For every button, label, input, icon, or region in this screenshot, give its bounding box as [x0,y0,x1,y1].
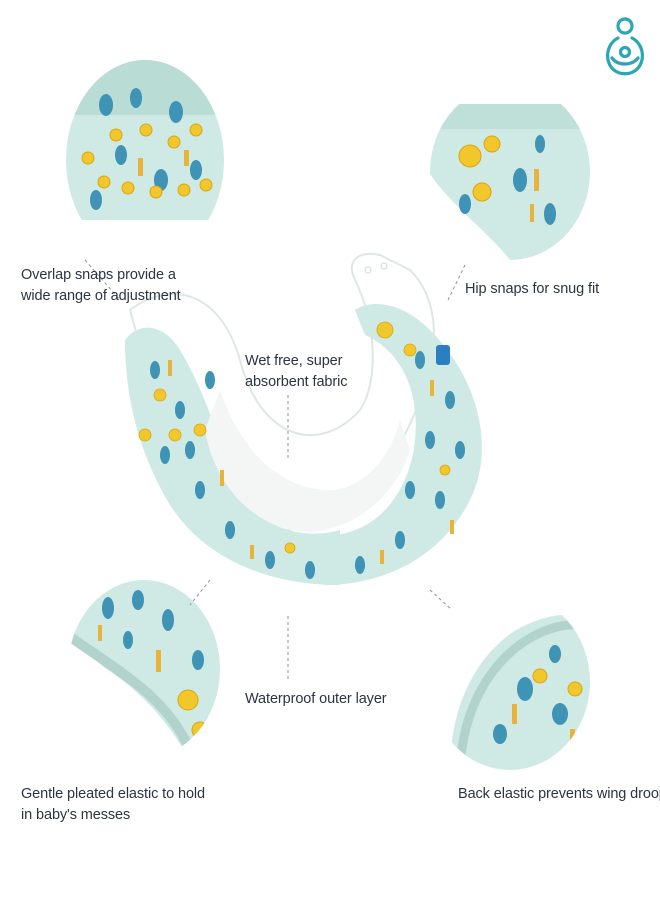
pleated-elastic-detail-image [68,580,220,758]
back-elastic-caption: Back elastic prevents wing droop [458,784,660,805]
hip-snaps-caption: Hip snaps for snug fit [465,279,599,300]
outer-layer-caption-line-1: Waterproof outer layer [245,691,387,707]
back-elastic-caption-line-1: Back elastic prevents wing droop [458,786,660,802]
absorbent-fabric-caption-line-2: absorbent fabric [245,374,348,390]
overlap-snaps-caption-line-1: Overlap snaps provide a [21,267,176,283]
absorbent-fabric-caption-line-1: Wet free, super [245,353,343,369]
cloth-diaper-illustration [125,252,482,585]
outer-layer-caption: Waterproof outer layer [245,689,387,710]
back-elastic-detail-image [430,594,590,770]
overlap-snaps-caption: Overlap snaps provide a wide range of ad… [21,265,181,307]
overlap-snaps-caption-line-2: wide range of adjustment [21,288,181,304]
absorbent-fabric-caption: Wet free, super absorbent fabric [245,351,347,393]
pleated-elastic-caption: Gentle pleated elastic to hold in baby's… [21,784,205,826]
hip-snaps-caption-line-1: Hip snaps for snug fit [465,281,600,297]
mother-baby-logo-icon [606,17,644,76]
pleated-elastic-caption-line-1: Gentle pleated elastic to hold [21,786,206,802]
hip-snaps-detail-image [430,84,590,260]
pleated-elastic-caption-line-2: in baby's messes [21,807,131,823]
overlap-snaps-detail-image [66,60,224,260]
